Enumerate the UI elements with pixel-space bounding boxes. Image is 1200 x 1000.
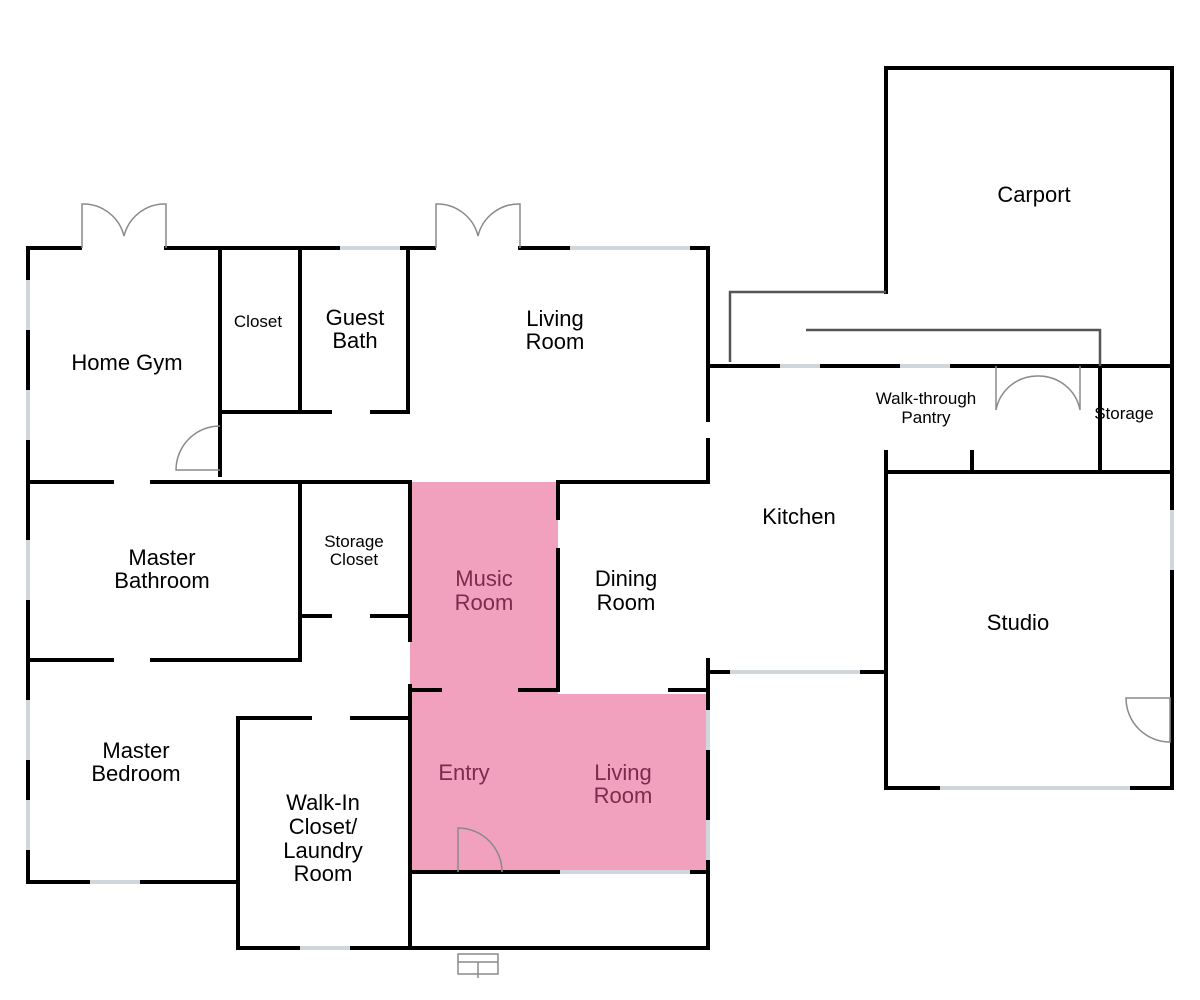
label-carport: Carport	[997, 182, 1070, 207]
label-entry: Entry	[438, 760, 489, 785]
doors	[81, 203, 1171, 978]
label-closet: Closet	[234, 312, 282, 331]
french-door-pantry	[995, 366, 1081, 411]
label-kitchen: Kitchen	[762, 504, 835, 529]
swing-door-gym	[175, 425, 221, 471]
entry-living-highlight	[410, 694, 706, 872]
swing-door-studio	[1125, 697, 1171, 743]
french-door-top-left	[81, 203, 167, 248]
label-home-gym: Home Gym	[71, 350, 182, 375]
highlighted-area	[410, 482, 706, 872]
label-storage: Storage	[1094, 404, 1154, 423]
music-room-highlight	[410, 482, 558, 694]
label-studio: Studio	[987, 610, 1049, 635]
windows	[26, 246, 1174, 950]
entry-door	[457, 827, 503, 873]
french-door-top-center	[435, 203, 521, 248]
carport-outline	[728, 290, 1102, 366]
